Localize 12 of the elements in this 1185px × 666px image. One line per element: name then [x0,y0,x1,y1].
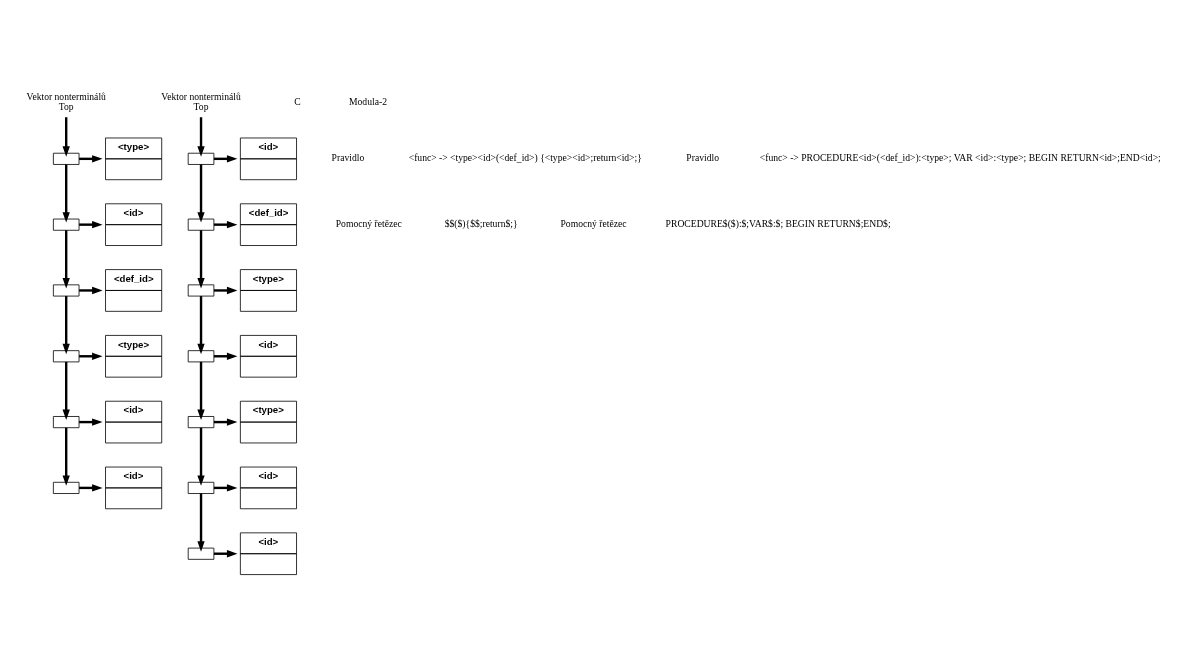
label: <func> -> PROCEDURE<id>(<def_id>):<type>; VAR <id>:<type>; BEGIN RETURN<id>;END<id>; [759,152,1161,164]
label: C [294,96,301,108]
node-text: Vektor nonterminálů Top [26,90,106,113]
label: Pravidlo [686,152,719,164]
label: Pravidlo [331,152,365,164]
node-text: Vektor nonterminálů Top [161,90,241,113]
label: Pomocný řetězec [335,218,402,230]
label: $$($){$$;return$;} [444,218,518,230]
label: Modula-2 [348,96,387,108]
label: PROCEDURE$($):$;VAR$:$; BEGIN RETURN$;END$; [665,218,891,230]
label: Pomocný řetězec [560,218,627,230]
label: <func> -> <type><id>(<def_id>) {<type><id>;return<id>;} [408,152,642,164]
